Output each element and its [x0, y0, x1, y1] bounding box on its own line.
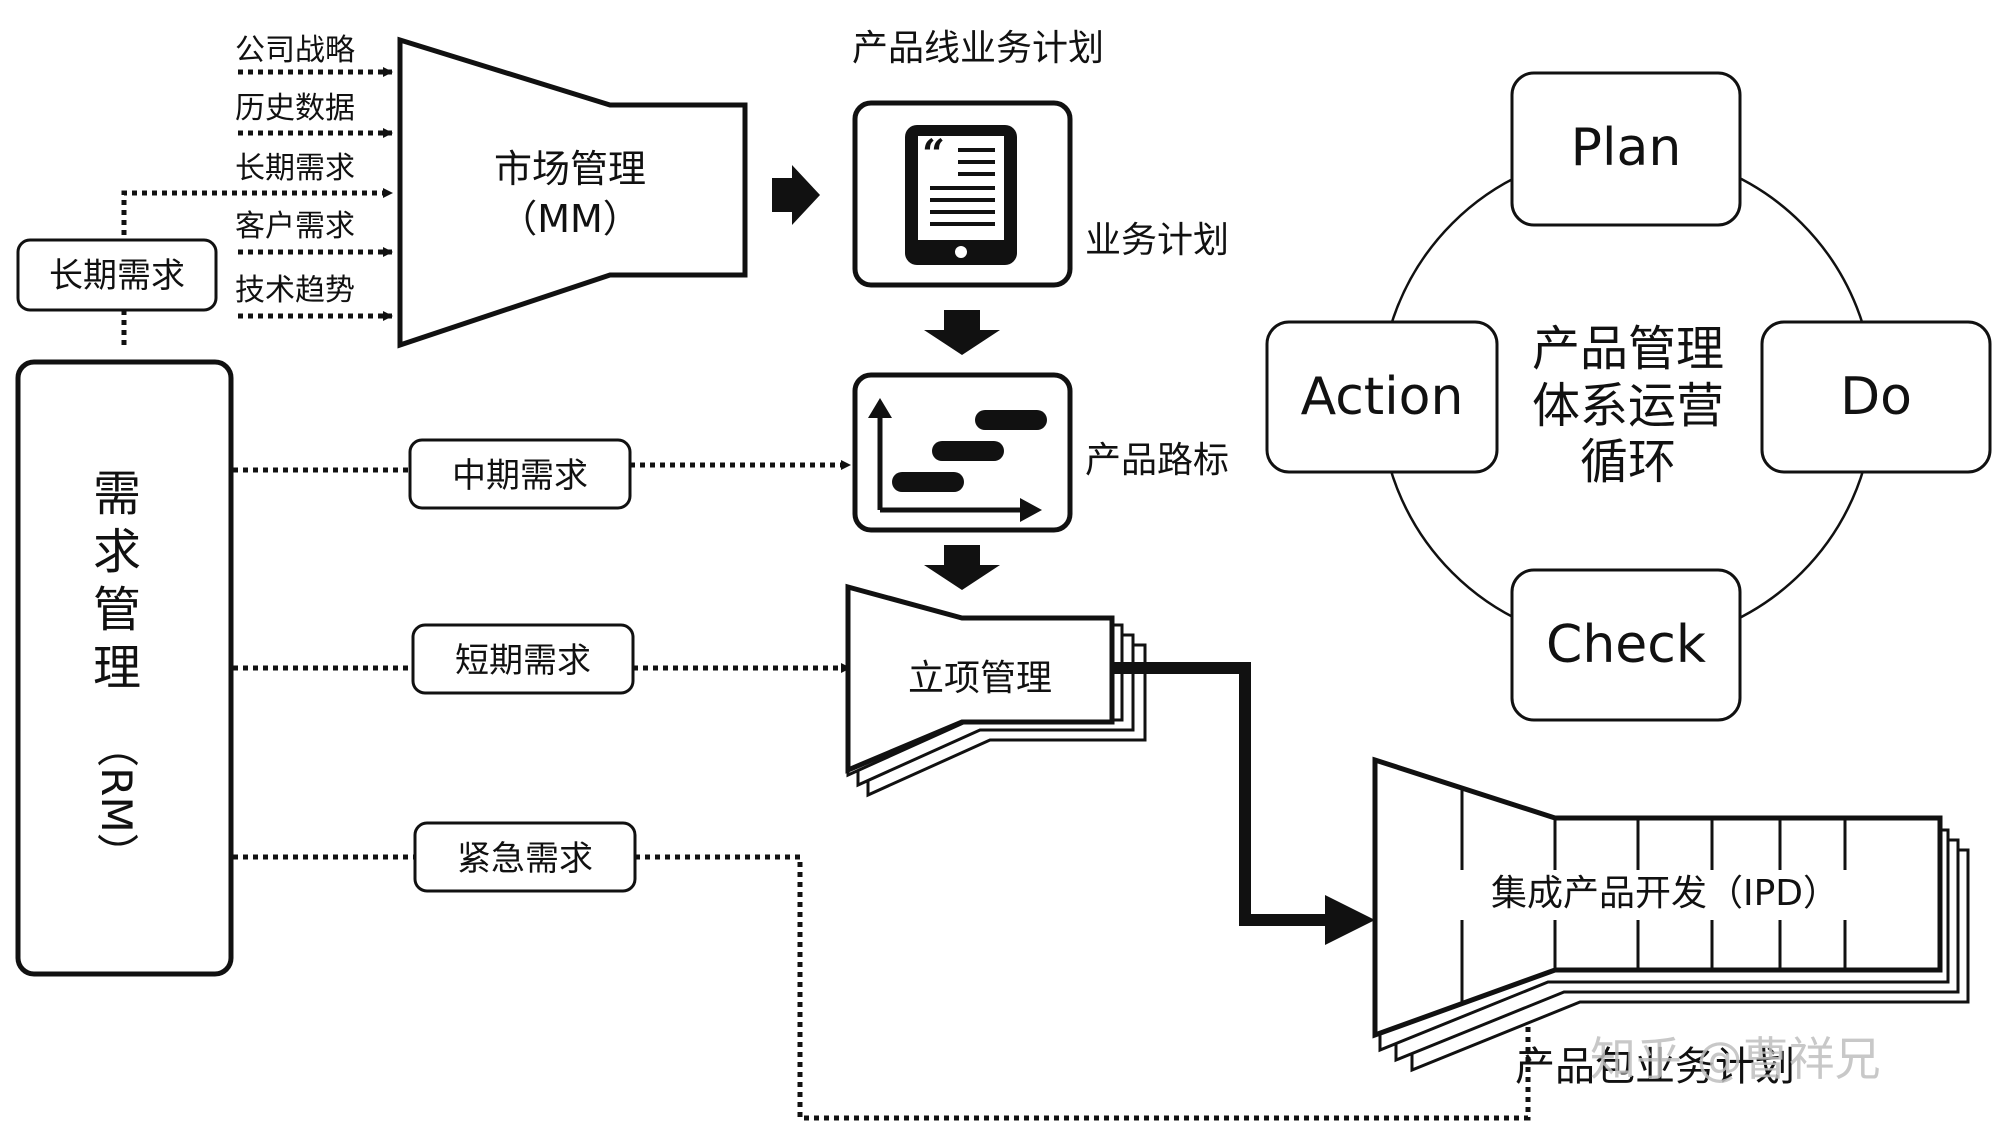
pdca-center-line2: 体系运营: [1532, 378, 1724, 434]
mid-term-label: 中期需求: [452, 456, 588, 496]
pdca-check-box: [1510, 568, 1742, 722]
product-line-plan-title: 产品线业务计划: [852, 28, 1104, 69]
mid-term-box: 中期需求: [408, 438, 632, 510]
roadmap-icon: [852, 372, 1073, 533]
plan-to-roadmap-arrow: [924, 310, 1000, 355]
requirement-management-box: 需 求 管 理 （RM）: [15, 359, 234, 977]
rm-char-4: 理: [93, 640, 141, 696]
business-plan-icon: “: [852, 100, 1073, 288]
project-to-ipd-arrowhead: [1325, 895, 1375, 945]
long-term-box-label: 长期需求: [49, 256, 185, 296]
input-history-label: 历史数据: [235, 91, 355, 126]
project-management-funnel: 立项管理: [845, 583, 1147, 798]
pdca-action-box: [1265, 320, 1499, 474]
urgent-box: 紧急需求: [413, 821, 637, 893]
roadmap-label: 产品路标: [1085, 440, 1229, 481]
pdca-do-label: Do: [1840, 367, 1912, 427]
rm-char-3: 管: [93, 582, 141, 638]
short-term-label: 短期需求: [455, 641, 591, 681]
watermark: 知乎 @曹祥兄: [1590, 1032, 1881, 1086]
input-customer-label: 客户需求: [235, 209, 355, 244]
ipd-label: 集成产品开发（IPD）: [1491, 873, 1839, 914]
pdca-check-label: Check: [1546, 615, 1706, 675]
urgent-to-ipd-arrow: [635, 854, 1533, 1121]
roadmap-to-project-arrow: [924, 545, 1000, 590]
market-management-funnel: 市场管理 （MM）: [397, 36, 748, 349]
pdca-do-box: [1760, 320, 1992, 474]
pdca-plan-label: Plan: [1571, 118, 1682, 178]
svg-text:“: “: [922, 131, 945, 178]
input-strategy-label: 公司战略: [235, 33, 355, 68]
mm-subtitle: （MM）: [499, 197, 641, 241]
requirement-connectors: [233, 460, 1533, 1121]
ipd-funnel: 集成产品开发（IPD）: [1372, 756, 1970, 1073]
long-term-box: 长期需求: [16, 238, 218, 312]
short-term-box: 短期需求: [411, 623, 635, 695]
pdca-action-label: Action: [1301, 367, 1464, 427]
pdca-plan-box: [1510, 71, 1742, 227]
rm-char-1: 需: [93, 466, 141, 522]
input-labels: 公司战略 历史数据 长期需求 客户需求 技术趋势: [235, 33, 355, 308]
input-long-term-label: 长期需求: [235, 151, 355, 186]
mm-to-plan-arrow: [772, 165, 820, 225]
urgent-label: 紧急需求: [457, 839, 593, 879]
mm-title: 市场管理: [494, 147, 646, 191]
business-plan-label: 业务计划: [1085, 220, 1229, 261]
rm-char-2: 求: [93, 524, 141, 580]
project-management-label: 立项管理: [908, 658, 1052, 699]
input-tech-trend-label: 技术趋势: [235, 273, 355, 308]
pdca-cycle: Plan Do Check Action 产品管理 体系运营 循环: [1265, 71, 1992, 722]
pdca-center-line1: 产品管理: [1532, 321, 1724, 377]
pdca-center-line3: 循环: [1580, 434, 1676, 490]
rm-paren: （RM）: [92, 725, 141, 874]
project-to-ipd-line: [1112, 662, 1330, 926]
package-plan-label: 产品包业务计划: [1515, 1044, 1795, 1090]
